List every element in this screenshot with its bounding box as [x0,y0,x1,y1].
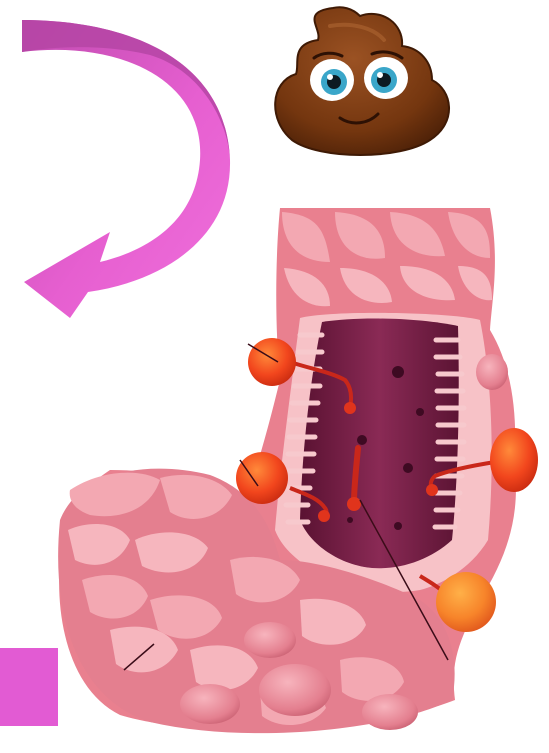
lymph-node [436,572,496,632]
lymph-node [236,452,288,504]
magenta-square [0,648,58,726]
colon-cross-section-illustration [58,208,538,733]
lymph-node [248,338,296,386]
lymph-node [490,428,538,492]
poop-emoji-icon [275,7,449,155]
curved-arrow-icon [22,20,230,318]
